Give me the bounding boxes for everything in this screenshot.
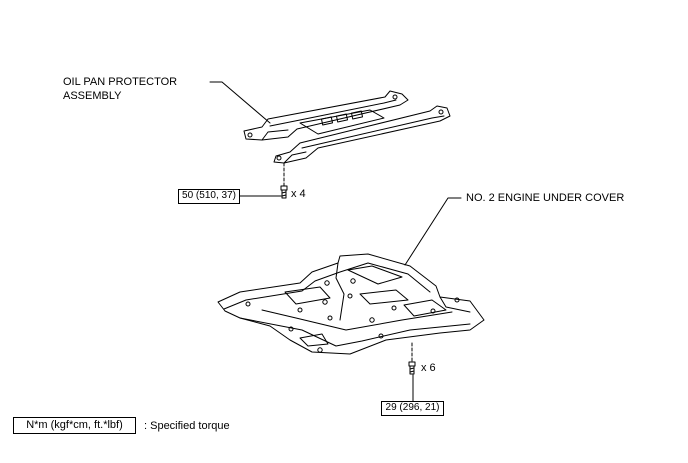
cover-bolt-icon [408,361,416,375]
oil-pan-protector-label-line1: OIL PAN PROTECTOR [63,76,178,88]
oil-pan-protector-assembly [243,90,451,164]
oil-pan-protector-label-line2: ASSEMBLY [63,90,122,102]
engine-under-cover [217,253,485,355]
protector-leader-line [209,81,271,124]
engine-under-cover-label: NO. 2 ENGINE UNDER COVER [466,192,625,204]
cover-leader-line [404,197,462,266]
protector-bolt-icon [280,185,288,199]
cover-bolt-quantity: x 6 [421,362,436,374]
legend-specified-torque-text: : Specified torque [144,420,230,432]
protector-bolt-quantity: x 4 [291,188,306,200]
cover-bolt-torque-box: 29 (296, 21) [381,401,444,416]
protector-bolt-torque-box: 50 (510, 37) [178,189,240,204]
legend-unit-box: N*m (kgf*cm, ft.*lbf) [13,417,136,434]
